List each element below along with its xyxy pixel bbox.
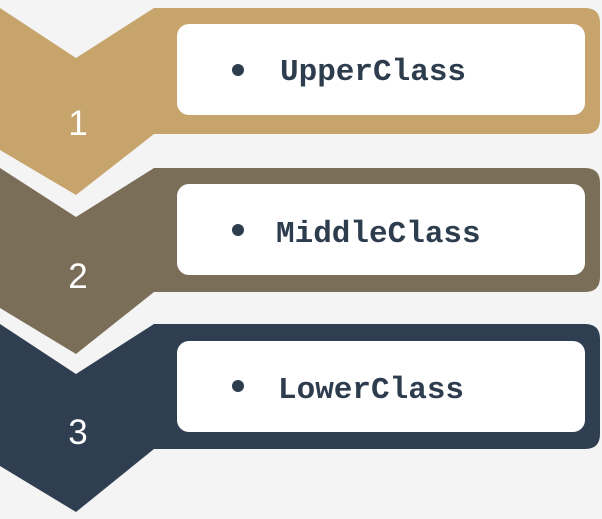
step-3-label: LowerClass xyxy=(278,373,464,408)
step-3-number: 3 xyxy=(68,413,87,452)
step-3-card xyxy=(177,341,585,432)
bullet-dot-icon xyxy=(232,224,244,236)
bullet-dot-icon xyxy=(232,380,244,392)
step-2-label: MiddleClass xyxy=(276,217,481,252)
step-1-label: UpperClass xyxy=(280,55,466,90)
step-1: 1 UpperClass xyxy=(0,8,600,195)
step-1-number: 1 xyxy=(68,104,87,143)
step-2-card xyxy=(177,184,585,275)
step-1-card xyxy=(177,24,585,115)
bullet-dot-icon xyxy=(232,64,244,76)
step-2-number: 2 xyxy=(68,257,87,296)
step-3: 3 LowerClass xyxy=(0,324,600,512)
step-2: 2 MiddleClass xyxy=(0,168,600,354)
